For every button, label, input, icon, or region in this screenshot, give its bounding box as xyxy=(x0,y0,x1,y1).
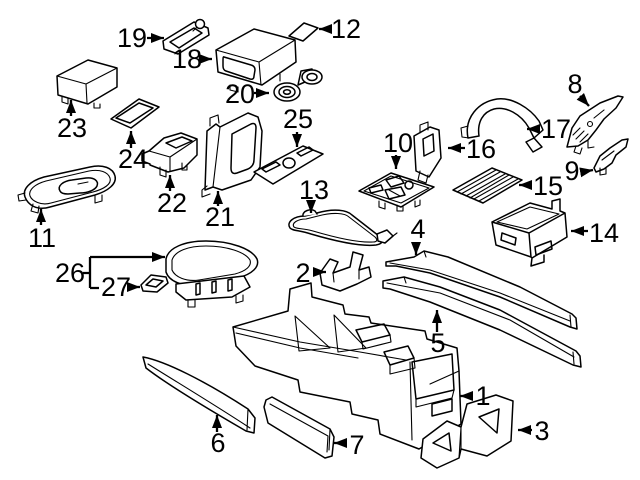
callout-label-7: 7 xyxy=(349,430,364,460)
callout-label-16: 16 xyxy=(466,134,496,164)
callout-25: 25 xyxy=(283,104,313,147)
callout-label-17: 17 xyxy=(541,114,571,144)
callout-20: 20 xyxy=(225,79,269,109)
callout-3: 3 xyxy=(518,416,550,446)
callout-label-14: 14 xyxy=(589,218,619,248)
callout-6: 6 xyxy=(210,415,226,458)
callout-label-26: 26 xyxy=(55,258,85,288)
part-4-trim-rail-upper xyxy=(385,250,578,330)
callout-13: 13 xyxy=(299,175,329,213)
callout-label-5: 5 xyxy=(430,328,445,358)
callout-label-13: 13 xyxy=(299,175,329,205)
callout-label-21: 21 xyxy=(205,202,235,232)
callout-label-11: 11 xyxy=(28,223,56,253)
callout-label-24: 24 xyxy=(118,144,148,174)
callout-17: 17 xyxy=(527,114,571,144)
callout-label-3: 3 xyxy=(534,416,549,446)
part-15-ribbed-mat xyxy=(452,167,523,204)
part-10-top-panel xyxy=(358,172,435,212)
callout-22: 22 xyxy=(157,175,187,218)
callout-label-23: 23 xyxy=(57,113,87,143)
part-7-lower-trim xyxy=(263,396,335,459)
callout-label-20: 20 xyxy=(225,79,255,109)
callout-24: 24 xyxy=(118,131,148,174)
callout-label-4: 4 xyxy=(410,214,425,244)
part-6-side-trim xyxy=(142,356,256,434)
callout-8: 8 xyxy=(567,69,590,107)
callout-label-10: 10 xyxy=(383,128,413,158)
part-26-armrest-lid xyxy=(165,240,259,308)
callout-label-1: 1 xyxy=(475,381,490,411)
callout-12: 12 xyxy=(319,14,361,44)
part-16-bracket xyxy=(413,121,442,184)
part-22-cubby xyxy=(141,132,198,178)
part-12-pad xyxy=(288,22,319,42)
part-18-storage-box xyxy=(215,28,297,93)
callout-11: 11 xyxy=(28,209,56,253)
callout-26: 26 xyxy=(55,252,165,290)
callout-label-8: 8 xyxy=(567,69,582,99)
part-2-bracket xyxy=(319,251,372,292)
callout-9: 9 xyxy=(564,156,594,186)
callout-14: 14 xyxy=(571,218,619,248)
callout-label-6: 6 xyxy=(210,428,225,458)
part-20-trim-rings xyxy=(273,68,323,102)
callout-label-18: 18 xyxy=(172,44,202,74)
callout-27: 27 xyxy=(101,272,140,302)
part-23-bin xyxy=(56,59,118,109)
part-19-tray xyxy=(162,18,210,55)
part-17-duct xyxy=(460,98,544,153)
part-25-switch-plate xyxy=(253,145,324,185)
callout-21: 21 xyxy=(205,191,235,232)
callout-18: 18 xyxy=(172,44,212,74)
callout-7: 7 xyxy=(334,430,365,460)
callout-10: 10 xyxy=(383,128,413,169)
callout-label-19: 19 xyxy=(117,23,147,53)
part-11-shifter-trim xyxy=(17,165,116,214)
callout-1: 1 xyxy=(460,381,491,411)
part-14-storage-bin xyxy=(491,198,568,267)
callout-4: 4 xyxy=(410,214,426,255)
callout-label-25: 25 xyxy=(283,104,313,134)
part-1-console-body xyxy=(232,282,462,450)
callout-label-2: 2 xyxy=(295,258,310,288)
part-5-trim-rail-lower xyxy=(382,276,582,368)
part-13-boot-seal xyxy=(288,209,398,247)
callout-label-9: 9 xyxy=(564,156,579,186)
callout-label-27: 27 xyxy=(101,272,131,302)
callout-23: 23 xyxy=(57,100,87,143)
callout-2: 2 xyxy=(295,258,326,288)
callout-label-12: 12 xyxy=(331,14,361,44)
part-8-rear-side-panel xyxy=(566,95,624,155)
callout-5: 5 xyxy=(430,310,446,358)
callout-label-15: 15 xyxy=(533,171,563,201)
callout-label-22: 22 xyxy=(157,188,187,218)
part-24-mat xyxy=(110,98,160,129)
part-21-side-panel xyxy=(201,112,263,198)
callout-15: 15 xyxy=(519,171,563,201)
part-9-bracket xyxy=(593,138,629,176)
callout-19: 19 xyxy=(117,23,164,53)
callout-16: 16 xyxy=(448,134,496,164)
part-3-rear-bracket xyxy=(420,394,514,469)
part-27-latch xyxy=(140,274,169,293)
